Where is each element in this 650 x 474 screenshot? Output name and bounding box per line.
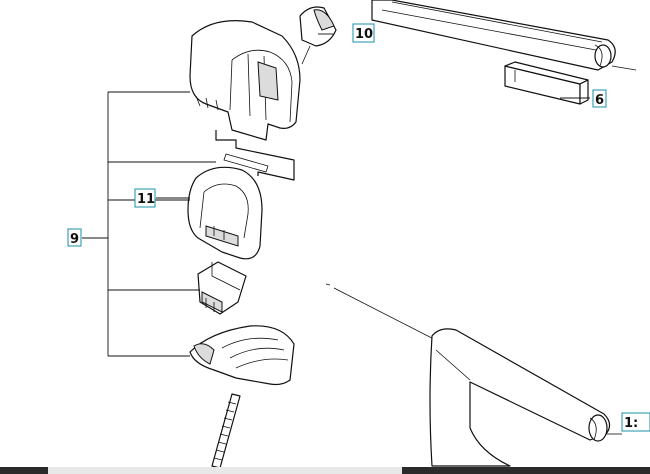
svg-text:10: 10: [355, 27, 373, 42]
d-ring-handle-part: [187, 166, 263, 260]
callout-10: 10: [352, 23, 375, 43]
callout-6: 6: [592, 89, 607, 108]
leader-lines: [82, 33, 590, 357]
callout-12: 1:: [621, 412, 650, 432]
tube-part: [371, 0, 637, 71]
svg-text:9: 9: [70, 232, 79, 247]
svg-text:1:: 1:: [624, 416, 638, 431]
threaded-rod-part: [211, 393, 241, 469]
callout-9: 9: [67, 228, 82, 247]
spring-plate-part: [215, 130, 295, 181]
callout-11: 11: [134, 188, 156, 208]
lower-housing-part: [325, 283, 622, 467]
bottom-bar-right-segment: [402, 467, 650, 474]
svg-text:6: 6: [595, 93, 604, 108]
bottom-bar-left-segment: [0, 467, 48, 474]
knob-cap-part: [299, 6, 337, 65]
svg-text:11: 11: [137, 192, 155, 207]
trigger-block-part: [197, 261, 247, 315]
housing-cap-part: [189, 20, 301, 141]
bottom-scroll-bar: [0, 467, 650, 474]
saddle-clamp-part: [189, 325, 295, 386]
